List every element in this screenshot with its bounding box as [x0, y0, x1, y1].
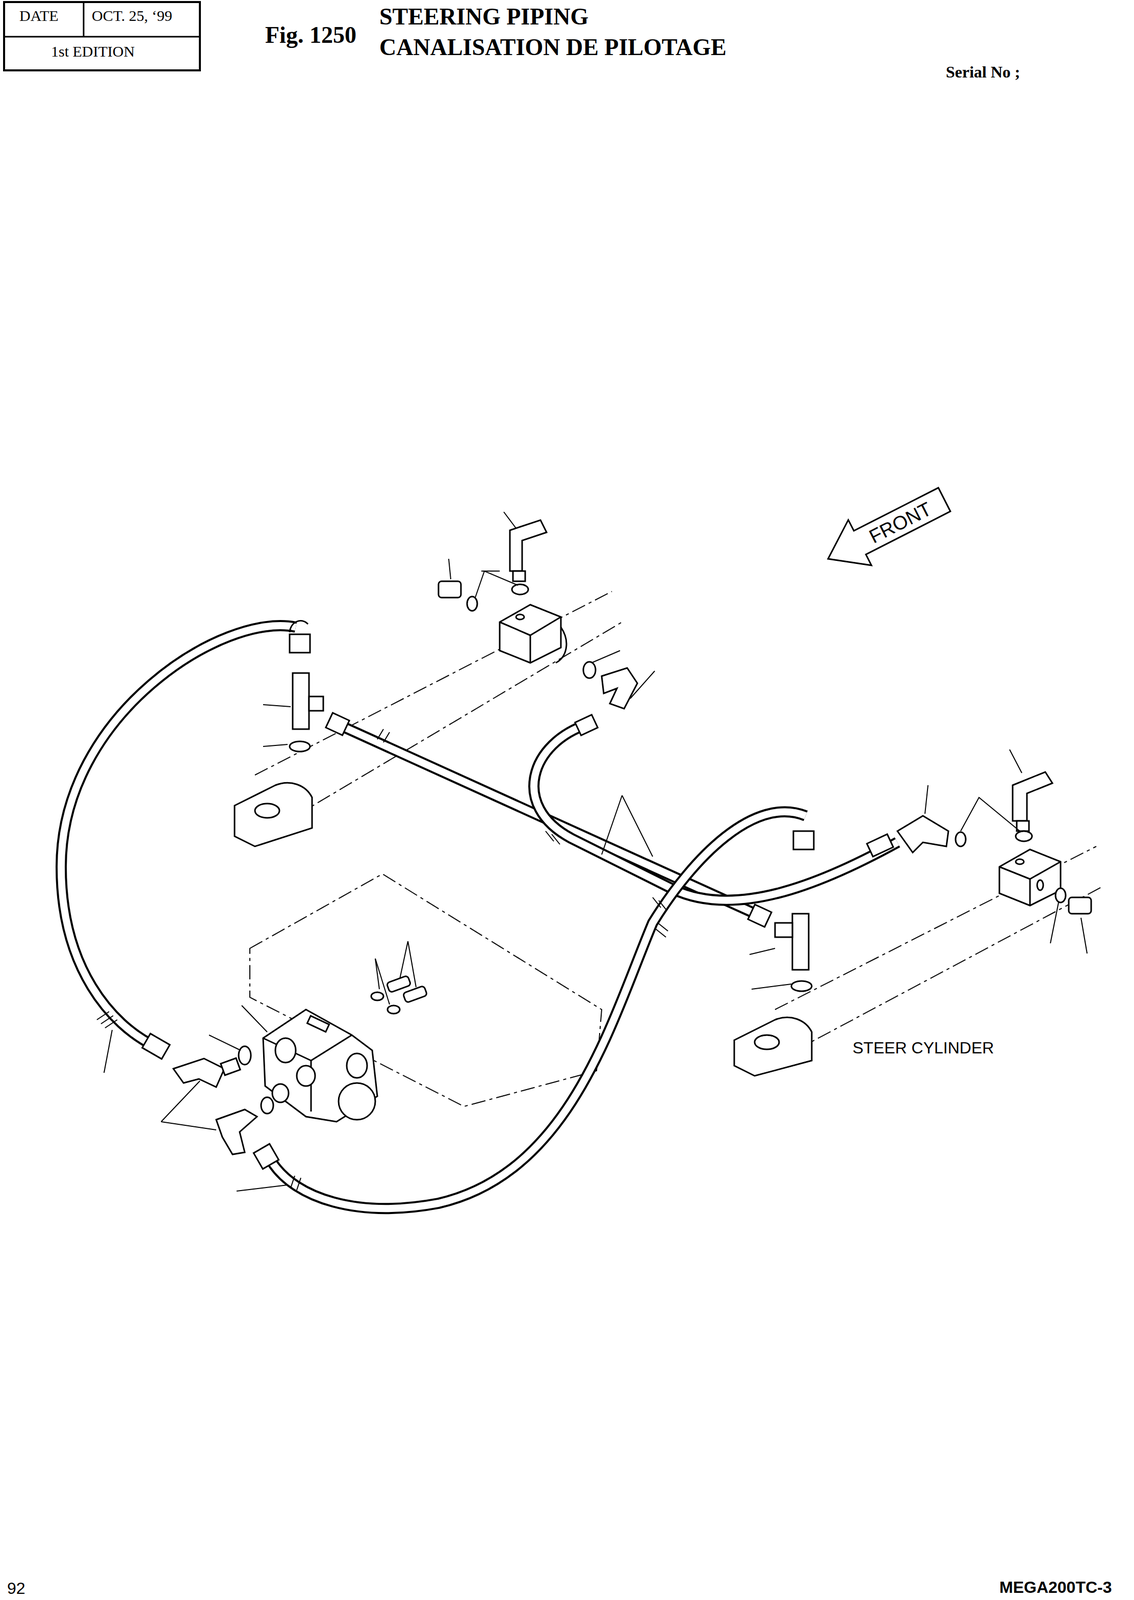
part-name: STEER CYLINDER [852, 1039, 994, 1058]
serial-note: Serial No ; [945, 63, 1021, 82]
page-number: 92 [7, 1579, 26, 1598]
subtitle: CANALISATION DE PILOTAGE [379, 34, 727, 61]
title: STEERING PIPING [379, 4, 589, 31]
table-cell: DATE [19, 7, 59, 24]
table-cell: 1st EDITION [50, 42, 135, 60]
figure-number: Fig. 1250 [265, 22, 357, 49]
table-cell: OCT. 25, ‘99 [91, 7, 173, 24]
model-name: MEGA200TC-3 [999, 1578, 1113, 1597]
